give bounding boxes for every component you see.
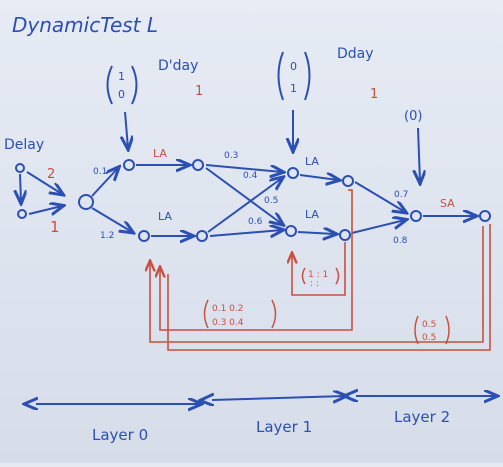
edge-la3 [299, 175, 338, 180]
weight-w04: 0.4 [243, 171, 258, 181]
input-arrow-right [418, 127, 420, 182]
edge-w08 [351, 220, 405, 234]
layer2-output-node [479, 210, 491, 222]
layer1-node-c [285, 225, 297, 237]
delay-value-top: 2 [47, 167, 55, 182]
layer0-node-a [123, 159, 135, 171]
matrix-left-row1: 0.1 0.2 [212, 304, 244, 314]
matrix-right-row1: 0.5 [422, 320, 436, 330]
weight-w06: 0.6 [248, 217, 263, 227]
delay-value-left: 1 [195, 84, 203, 99]
weight-w05: 0.5 [264, 196, 278, 206]
layer0-node-d [196, 230, 208, 242]
weight-w01: 0.1 [93, 167, 107, 177]
delay-label-left: D'day [158, 58, 198, 74]
delay-edge-down [20, 173, 21, 202]
vector-left-top: 1 [118, 70, 125, 83]
input-vector-right: (0) [404, 109, 422, 124]
delay-node-top [15, 163, 25, 173]
vector-mid-top: 0 [290, 60, 297, 73]
edge-w01 [91, 168, 118, 197]
layer1-node-d [339, 229, 351, 241]
weight-w07: 0.7 [394, 190, 408, 200]
feedback-loop-layer2-to-layer0-a [167, 224, 491, 351]
edge-la4 [297, 232, 335, 234]
input-vector-left: 1 0 [106, 65, 138, 105]
feedback-matrix-small: 1 : 1 : : [301, 267, 340, 289]
matrix-small-row2: : : [310, 279, 319, 289]
edge-w04 [205, 167, 282, 224]
edge-w06 [209, 230, 282, 236]
delay-edge-bottom [28, 206, 62, 214]
matrix-small-row1: 1 : 1 [308, 270, 328, 280]
layer1-span [212, 396, 345, 400]
delay-value-middle: 1 [370, 87, 378, 102]
layer1-node-a [287, 167, 299, 179]
layer0-node-b [192, 159, 204, 171]
edge-w07 [354, 181, 405, 212]
edge-w05 [207, 178, 282, 233]
edge-w02 [91, 207, 132, 232]
vector-left-bottom: 0 [118, 88, 125, 101]
block-label-la2: LA [158, 210, 172, 223]
layer2-node-a [410, 210, 422, 222]
feedback-matrix-left: 0.1 0.2 0.3 0.4 [203, 299, 277, 329]
layer1-label: Layer 1 [256, 418, 312, 436]
matrix-right-row2: 0.5 [422, 333, 436, 343]
feedback-loop-layer2-to-layer0-b [150, 226, 484, 343]
weight-w02: 1.2 [100, 231, 114, 241]
layer0-label: Layer 0 [92, 426, 148, 444]
block-label-la3: LA [305, 155, 319, 168]
layer0-node-c [138, 230, 150, 242]
feedback-loop-layer1 [292, 242, 346, 296]
delay-edge-top [26, 171, 62, 194]
delay-side-label: Delay [4, 137, 44, 153]
weight-w03: 0.3 [224, 151, 238, 161]
input-vector-middle: 0 1 [277, 51, 311, 101]
block-label-la4: LA [305, 208, 319, 221]
layer2-label: Layer 2 [394, 408, 450, 426]
edge-w03 [205, 164, 282, 172]
layer1-node-b [342, 175, 354, 187]
weight-w08: 0.8 [393, 236, 408, 246]
delay-label-middle: Dday [337, 46, 374, 62]
matrix-left-row2: 0.3 0.4 [212, 318, 244, 328]
block-label-la1: LA [153, 147, 167, 160]
vector-mid-bottom: 1 [290, 82, 297, 95]
feedback-matrix-right: 0.5 0.5 [414, 315, 450, 345]
diagram-title: DynamicTest L [12, 13, 158, 37]
layer0-input-node [78, 194, 94, 210]
input-arrow-left [125, 111, 128, 148]
block-label-sa: SA [440, 197, 455, 210]
delay-node-bottom [17, 209, 27, 219]
feedback-loop-layer1-to-layer0 [160, 189, 353, 331]
delay-value-bottom: 1 [50, 218, 60, 236]
